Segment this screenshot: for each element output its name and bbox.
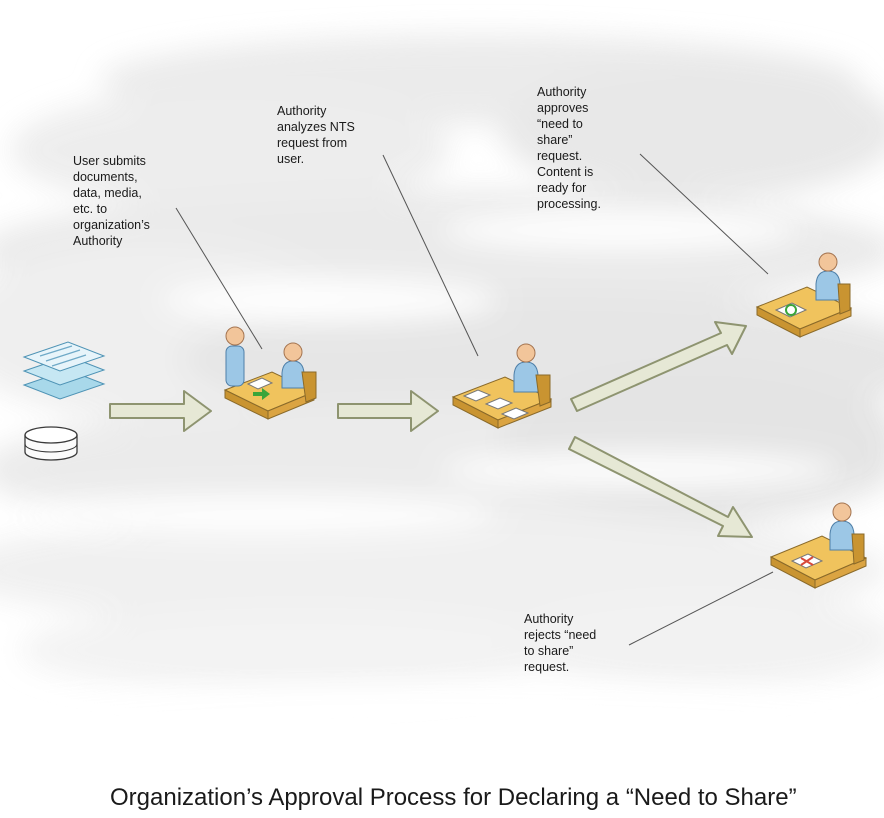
label-authority-approves: Authority approves “need to share” reque…	[537, 85, 601, 211]
label-authority-analyzes: Authority analyzes NTS request from user…	[277, 104, 355, 166]
callout-line-approve	[639, 153, 769, 275]
arrow-to-submit-desk	[109, 390, 212, 432]
arrows	[109, 321, 753, 538]
diagram-title: Organization’s Approval Process for Decl…	[110, 784, 797, 811]
authority-rejecting-icon	[769, 502, 868, 589]
label-user-submits: User submits documents, data, media, etc…	[73, 154, 150, 248]
authority-reviewing-documents-icon	[451, 343, 553, 429]
arrow-to-reject-desk	[568, 436, 753, 538]
callout-lines	[175, 153, 774, 646]
callout-line-analyze	[382, 154, 479, 357]
callout-line-submit	[175, 207, 263, 350]
authority-approving-icon	[755, 252, 853, 338]
arrow-to-approve-desk	[570, 321, 747, 412]
callout-line-reject	[628, 571, 774, 646]
document-stack-icon	[22, 341, 106, 400]
database-icon	[24, 426, 78, 461]
user-handing-documents-to-authority-icon	[223, 326, 317, 420]
label-authority-rejects: Authority rejects “need to share” reques…	[524, 612, 597, 674]
arrow-to-review-desk	[337, 390, 439, 432]
